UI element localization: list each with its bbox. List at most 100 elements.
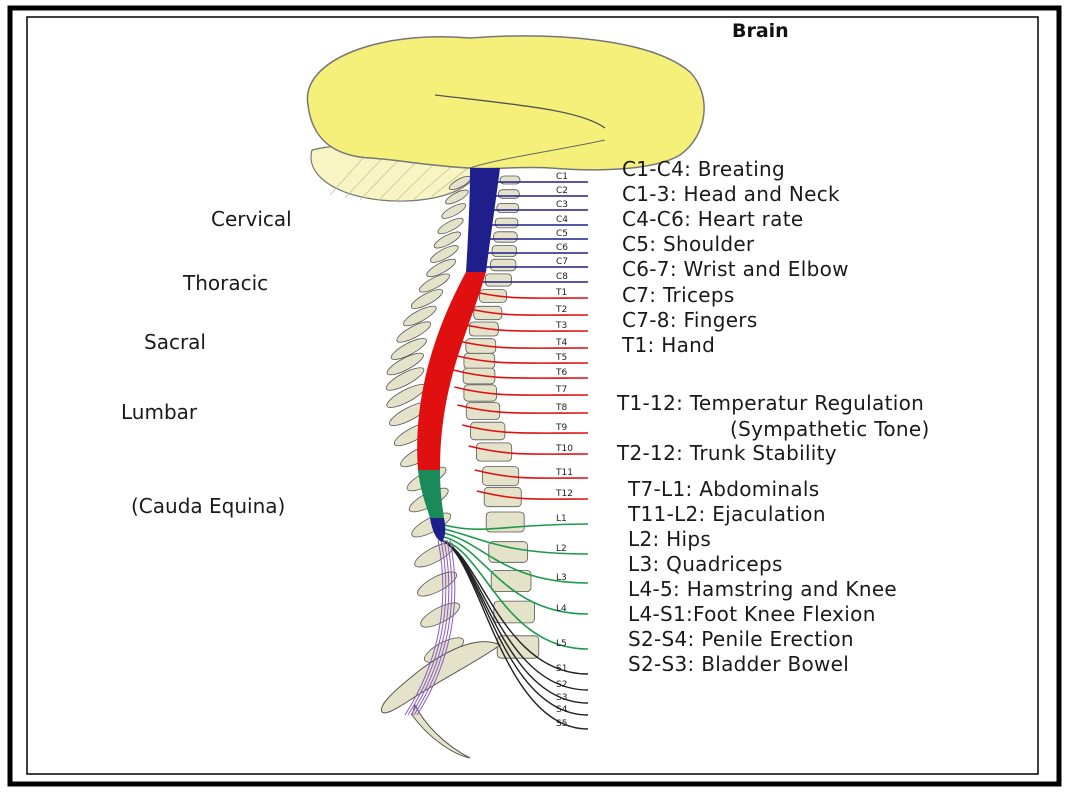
sacrum: [380, 641, 501, 714]
segment-label-s4: S4: [556, 705, 568, 715]
segment-label-s3: S3: [556, 693, 567, 703]
spinous-process: [433, 231, 462, 249]
spinal-nerve-t11: [474, 469, 589, 479]
vertebral-body: [484, 273, 513, 287]
spinal-cord-thoracic: [417, 272, 486, 470]
spinal-nerve-t3: [457, 322, 589, 332]
function-label: T1-12: Temperatur Regulation: [617, 391, 925, 415]
spinal-nerve-s5: [439, 539, 589, 730]
segment-label-l4: L4: [556, 604, 567, 614]
spinous-process: [441, 203, 467, 219]
spinal-nerves: [404, 181, 589, 730]
segment-label-s5: S5: [556, 719, 567, 729]
brain-label: Brain: [732, 20, 789, 42]
spinous-process: [390, 338, 427, 360]
segment-label-t7: T7: [555, 385, 567, 395]
cauda-equina-strand: [413, 539, 453, 716]
vertebral-body: [491, 245, 517, 257]
cerebrum-sulcus: [434, 94, 606, 129]
cauda-equina-strand: [410, 539, 450, 716]
function-label: C5: Shoulder: [622, 232, 755, 256]
function-label: T2-12: Trunk Stability: [617, 441, 837, 465]
cerebrum-fold: [469, 139, 606, 169]
vertebral-body: [463, 384, 497, 402]
segment-label-t4: T4: [555, 338, 567, 348]
spinous-process: [396, 321, 432, 343]
spinous-process: [418, 273, 450, 293]
spinal-nerve-l5: [443, 540, 589, 650]
vertebral-body: [465, 402, 501, 420]
spinal-nerve-t10: [468, 445, 589, 455]
segment-label-c7: C7: [556, 257, 568, 267]
function-label: L2: Hips: [628, 527, 712, 551]
coccyx: [411, 703, 471, 759]
inner-frame: [26, 16, 1039, 775]
spinal-cord-lumbar: [418, 470, 444, 518]
segment-label-c4: C4: [556, 215, 568, 225]
function-label: T11-L2: Ejaculation: [628, 502, 826, 526]
cauda-equina-strand: [404, 539, 444, 716]
spinal-nerve-t9: [462, 424, 589, 434]
function-label: (Sympathetic Tone): [730, 417, 930, 441]
vertebral-body: [470, 421, 506, 441]
segment-label-l5: L5: [556, 639, 567, 649]
vertebral-body: [490, 570, 532, 593]
spinal-nerve-l2: [443, 528, 589, 555]
segment-label-t6: T6: [555, 368, 567, 378]
spinal-nerve-t7: [454, 386, 589, 396]
region-cervical: Cervical: [211, 207, 292, 231]
function-label: L4-S1:Foot Knee Flexion: [628, 602, 876, 626]
vertebral-body: [493, 600, 535, 624]
region-lumbar: Lumbar: [121, 400, 198, 424]
function-label: L3: Quadriceps: [628, 552, 783, 576]
conus-medullaris: [430, 518, 446, 542]
segment-label-l3: L3: [556, 573, 567, 583]
segment-label-t3: T3: [555, 321, 567, 331]
region-cauda-equina: (Cauda Equina): [131, 494, 286, 518]
vertebral-body: [494, 217, 519, 229]
segment-label-t12: T12: [555, 489, 573, 499]
spinous-process: [426, 258, 457, 278]
spinal-nerve-t8: [457, 404, 589, 414]
region-sacral: Sacral: [144, 330, 206, 354]
function-label: C7: Triceps: [622, 283, 735, 307]
spinous-process: [417, 571, 458, 597]
function-label: C1-C4: Breating: [622, 157, 786, 181]
vertebral-body: [490, 258, 517, 272]
segment-label-c1: C1: [556, 172, 568, 182]
spinous-process: [437, 217, 464, 235]
function-label: C7-8: Fingers: [622, 308, 758, 332]
segment-label-t5: T5: [555, 353, 567, 363]
function-label: L4-5: Hamstring and Knee: [628, 577, 898, 601]
spinous-process: [430, 245, 459, 263]
cauda-equina-strand: [407, 539, 447, 716]
spinous-process: [445, 189, 469, 205]
segment-label-c3: C3: [556, 200, 568, 210]
segment-label-c5: C5: [556, 229, 568, 239]
segment-label-c2: C2: [556, 186, 568, 196]
segment-label-l2: L2: [556, 544, 567, 554]
region-thoracic: Thoracic: [183, 271, 269, 295]
segment-label-c8: C8: [556, 272, 568, 282]
spinal-nerve-l3: [443, 532, 589, 584]
spinous-process: [410, 289, 444, 309]
function-label: S2-S3: Bladder Bowel: [628, 652, 850, 676]
segment-labels: C1C2C3C4C5C6C7C8T1T2T3T4T5T6T7T8T9T10T11…: [555, 172, 573, 729]
segment-label-t2: T2: [555, 305, 567, 315]
vertebral-body: [493, 231, 518, 243]
spinous-process: [386, 352, 424, 376]
segment-label-t11: T11: [555, 468, 573, 478]
function-label: S2-S4: Penile Erection: [628, 627, 854, 651]
spinal-nerve-t12: [476, 490, 589, 500]
vertebral-body: [498, 189, 520, 199]
function-label: C6-7: Wrist and Elbow: [622, 257, 849, 281]
segment-label-s1: S1: [556, 664, 567, 674]
segment-label-l1: L1: [556, 514, 567, 524]
function-label: T1: Hand: [622, 333, 716, 357]
spinous-process: [385, 367, 425, 391]
spinal-nerve-t6: [452, 369, 589, 379]
segment-label-t1: T1: [555, 288, 567, 298]
spinous-process: [403, 305, 437, 327]
segment-label-c6: C6: [556, 243, 568, 253]
